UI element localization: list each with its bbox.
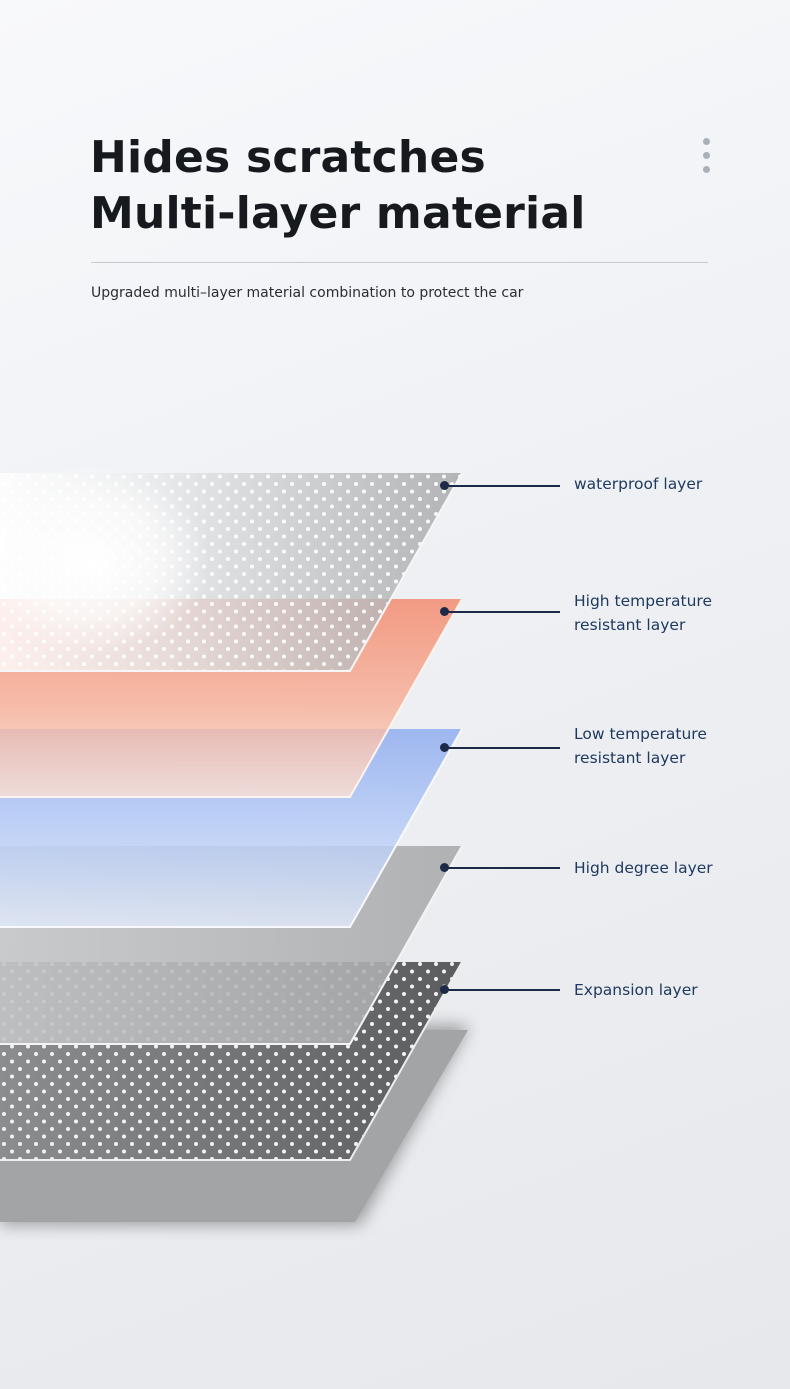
label-high-degree-layer: High degree layer: [574, 859, 713, 877]
leader-line: [446, 989, 560, 991]
page-subtitle: Upgraded multi–layer material combinatio…: [91, 285, 524, 301]
leader-line: [446, 485, 560, 487]
label-waterproof-layer: waterproof layer: [574, 475, 703, 493]
bullet-dot-icon: [440, 985, 449, 994]
leader-line: [446, 867, 560, 869]
leader-line: [446, 747, 560, 749]
leader-expansion: [440, 985, 562, 995]
bullet-dot-icon: [440, 481, 449, 490]
page-title: Hides scratches Multi-layer material: [90, 130, 586, 242]
leader-waterproof: [440, 481, 562, 491]
label-expansion-layer: Expansion layer: [574, 981, 698, 999]
label-high-temperature-layer: High temperature resistant layer: [574, 592, 712, 634]
leader-high-temperature: [440, 607, 562, 617]
label-low-temperature-layer: Low temperature resistant layer: [574, 725, 707, 767]
header-divider: [91, 262, 708, 263]
layer-stack-illustration: [0, 465, 470, 1225]
leader-line: [446, 611, 560, 613]
more-vertical-icon[interactable]: [701, 138, 711, 178]
leader-high-degree: [440, 863, 562, 873]
leader-low-temperature: [440, 743, 562, 753]
bullet-dot-icon: [440, 863, 449, 872]
bullet-dot-icon: [440, 743, 449, 752]
waterproof-layer-sheet: [0, 465, 463, 672]
title-line-2: Multi-layer material: [90, 188, 586, 239]
title-line-1: Hides scratches: [90, 132, 486, 183]
bullet-dot-icon: [440, 607, 449, 616]
